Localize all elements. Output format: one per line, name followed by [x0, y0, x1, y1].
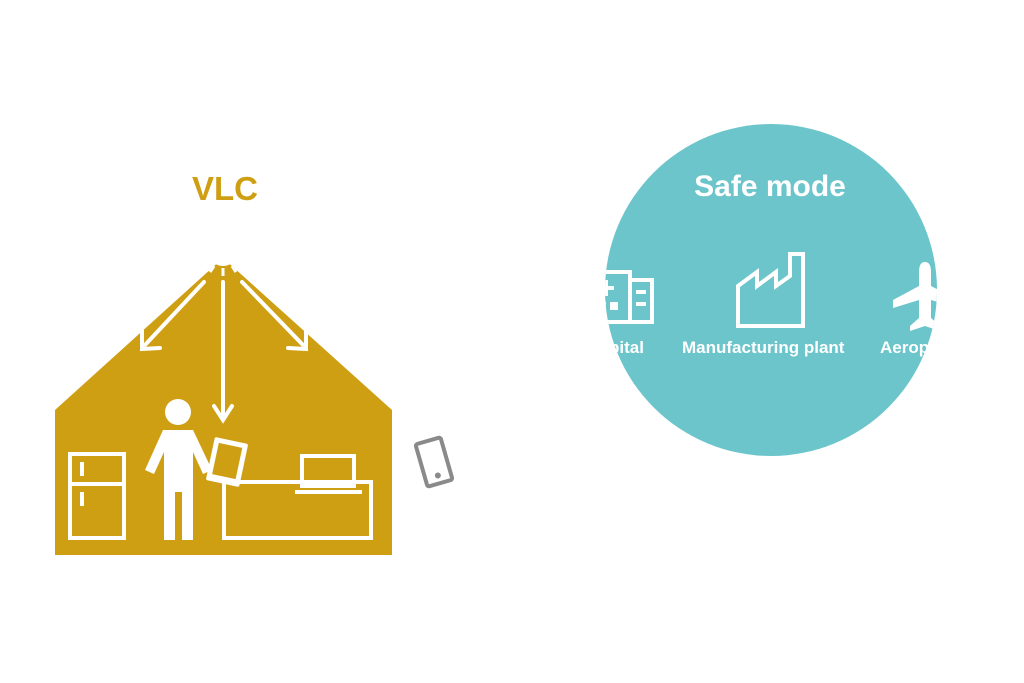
airplane-icon	[893, 262, 937, 331]
safe-mode-circle	[605, 124, 937, 456]
safe-mode-title: Safe mode	[694, 170, 846, 203]
ceiling-light-icon	[206, 256, 240, 276]
factory-icon	[736, 252, 805, 328]
hospital-icon	[605, 270, 654, 324]
refrigerator-icon	[68, 452, 126, 540]
light-ray-arrows	[140, 280, 308, 424]
phone-outside-icon	[413, 435, 455, 489]
desk-icon	[222, 480, 373, 540]
aeroplane-label: Aerop	[880, 338, 930, 357]
vlc-title: VLC	[192, 170, 258, 207]
hospital-label: pital	[609, 338, 644, 357]
laptop-icon	[295, 454, 362, 494]
manufacturing-plant-label: Manufacturing plant	[682, 338, 845, 357]
tablet-icon	[206, 437, 248, 487]
person-icon	[145, 399, 212, 540]
